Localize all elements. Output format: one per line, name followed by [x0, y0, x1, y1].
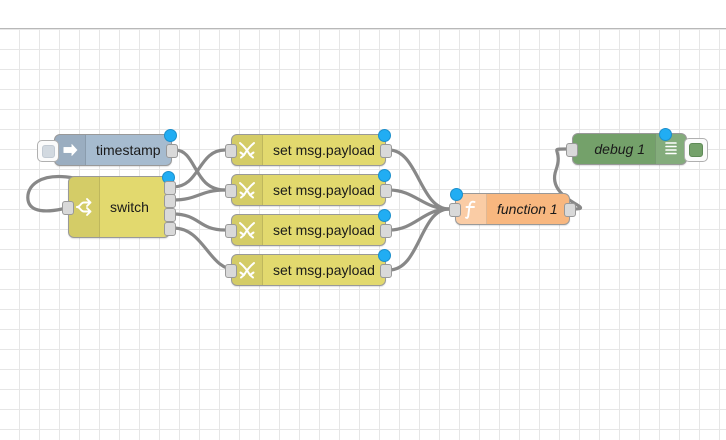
node-function-1[interactable]: function 1 — [449, 188, 576, 225]
node-inject-timestamp[interactable]: timestamp — [37, 129, 178, 166]
node-label-debug-1: debug 1 — [594, 141, 645, 157]
port-output-change-3[interactable] — [380, 224, 392, 238]
node-label-change-2: set msg.payload — [273, 182, 375, 198]
node-change-3[interactable]: set msg.payload — [225, 209, 392, 246]
port-output-change-4[interactable] — [380, 264, 392, 278]
status-dot-change-2 — [378, 169, 391, 182]
port-input-change-1[interactable] — [225, 144, 237, 158]
node-label-change-1: set msg.payload — [273, 142, 375, 158]
port-input-debug-1[interactable] — [566, 143, 578, 157]
node-label-change-3: set msg.payload — [273, 222, 375, 238]
port-output-switch-2[interactable] — [164, 194, 176, 208]
editor-topbar — [0, 0, 726, 29]
change-swap-icon — [232, 215, 263, 245]
status-dot-change-3 — [378, 209, 391, 222]
change-swap-icon — [232, 175, 263, 205]
node-label-function-1: function 1 — [497, 201, 558, 217]
change-swap-icon — [232, 255, 263, 285]
status-dot-change-1 — [378, 129, 391, 142]
port-output-change-1[interactable] — [380, 144, 392, 158]
port-output-change-2[interactable] — [380, 184, 392, 198]
port-output-switch-3[interactable] — [164, 208, 176, 222]
node-label-change-4: set msg.payload — [273, 262, 375, 278]
node-debug-1[interactable]: debug 1 — [566, 128, 708, 165]
inject-trigger-glyph — [41, 144, 55, 158]
node-change-1[interactable]: set msg.payload — [225, 129, 392, 166]
inject-trigger-button[interactable] — [37, 140, 59, 162]
switch-fork-icon — [69, 177, 100, 237]
node-label-switch: switch — [110, 199, 149, 215]
port-output-switch-4[interactable] — [164, 222, 176, 236]
node-label-timestamp: timestamp — [96, 142, 161, 158]
port-input-change-3[interactable] — [225, 224, 237, 238]
status-dot-inject — [164, 129, 177, 142]
debug-toggle-glyph — [689, 143, 703, 157]
node-change-2[interactable]: set msg.payload — [225, 169, 392, 206]
arrow-right-icon — [55, 135, 86, 165]
change-swap-icon — [232, 135, 263, 165]
port-input-change-4[interactable] — [225, 264, 237, 278]
status-dot-function-1 — [450, 188, 463, 201]
port-input-change-2[interactable] — [225, 184, 237, 198]
port-input-switch[interactable] — [62, 201, 74, 215]
node-change-4[interactable]: set msg.payload — [225, 249, 392, 286]
status-dot-debug-1 — [659, 128, 672, 141]
status-dot-change-4 — [378, 249, 391, 262]
node-switch[interactable]: switch — [62, 171, 176, 238]
port-output-function-1[interactable] — [564, 203, 576, 217]
port-input-function-1[interactable] — [449, 203, 461, 217]
debug-toggle-button[interactable] — [684, 138, 708, 162]
port-output-switch-1[interactable] — [164, 181, 176, 195]
port-output-inject[interactable] — [166, 144, 178, 158]
